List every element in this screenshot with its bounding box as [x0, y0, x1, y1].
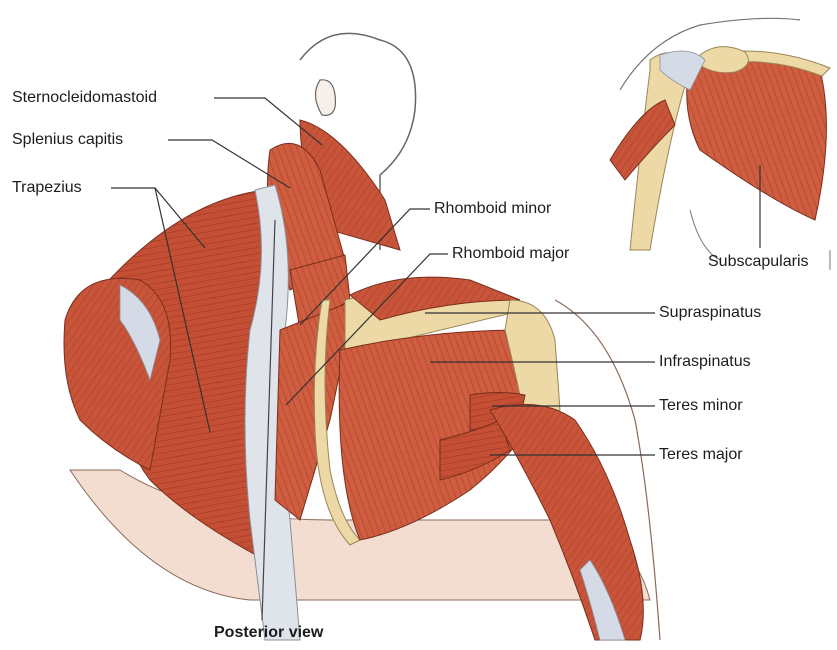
- label-trapezius: Trapezius: [12, 179, 82, 197]
- label-splenius-capitis: Splenius capitis: [12, 131, 123, 149]
- label-teres-minor: Teres minor: [659, 397, 743, 415]
- label-rhomboid-minor: Rhomboid minor: [434, 200, 551, 218]
- left-deltoid-muscle: [64, 278, 171, 470]
- ear: [315, 80, 335, 116]
- label-sternocleidomastoid: Sternocleidomastoid: [12, 89, 157, 107]
- inset-coracoid: [700, 47, 748, 73]
- label-rhomboid-major: Rhomboid major: [452, 245, 569, 263]
- label-supraspinatus: Supraspinatus: [659, 304, 761, 322]
- label-teres-major: Teres major: [659, 446, 743, 464]
- subscapularis-muscle: [687, 54, 827, 220]
- label-infraspinatus: Infraspinatus: [659, 353, 751, 371]
- caption-posterior-view: Posterior view: [214, 624, 323, 642]
- label-subscapularis: Subscapularis: [708, 253, 809, 271]
